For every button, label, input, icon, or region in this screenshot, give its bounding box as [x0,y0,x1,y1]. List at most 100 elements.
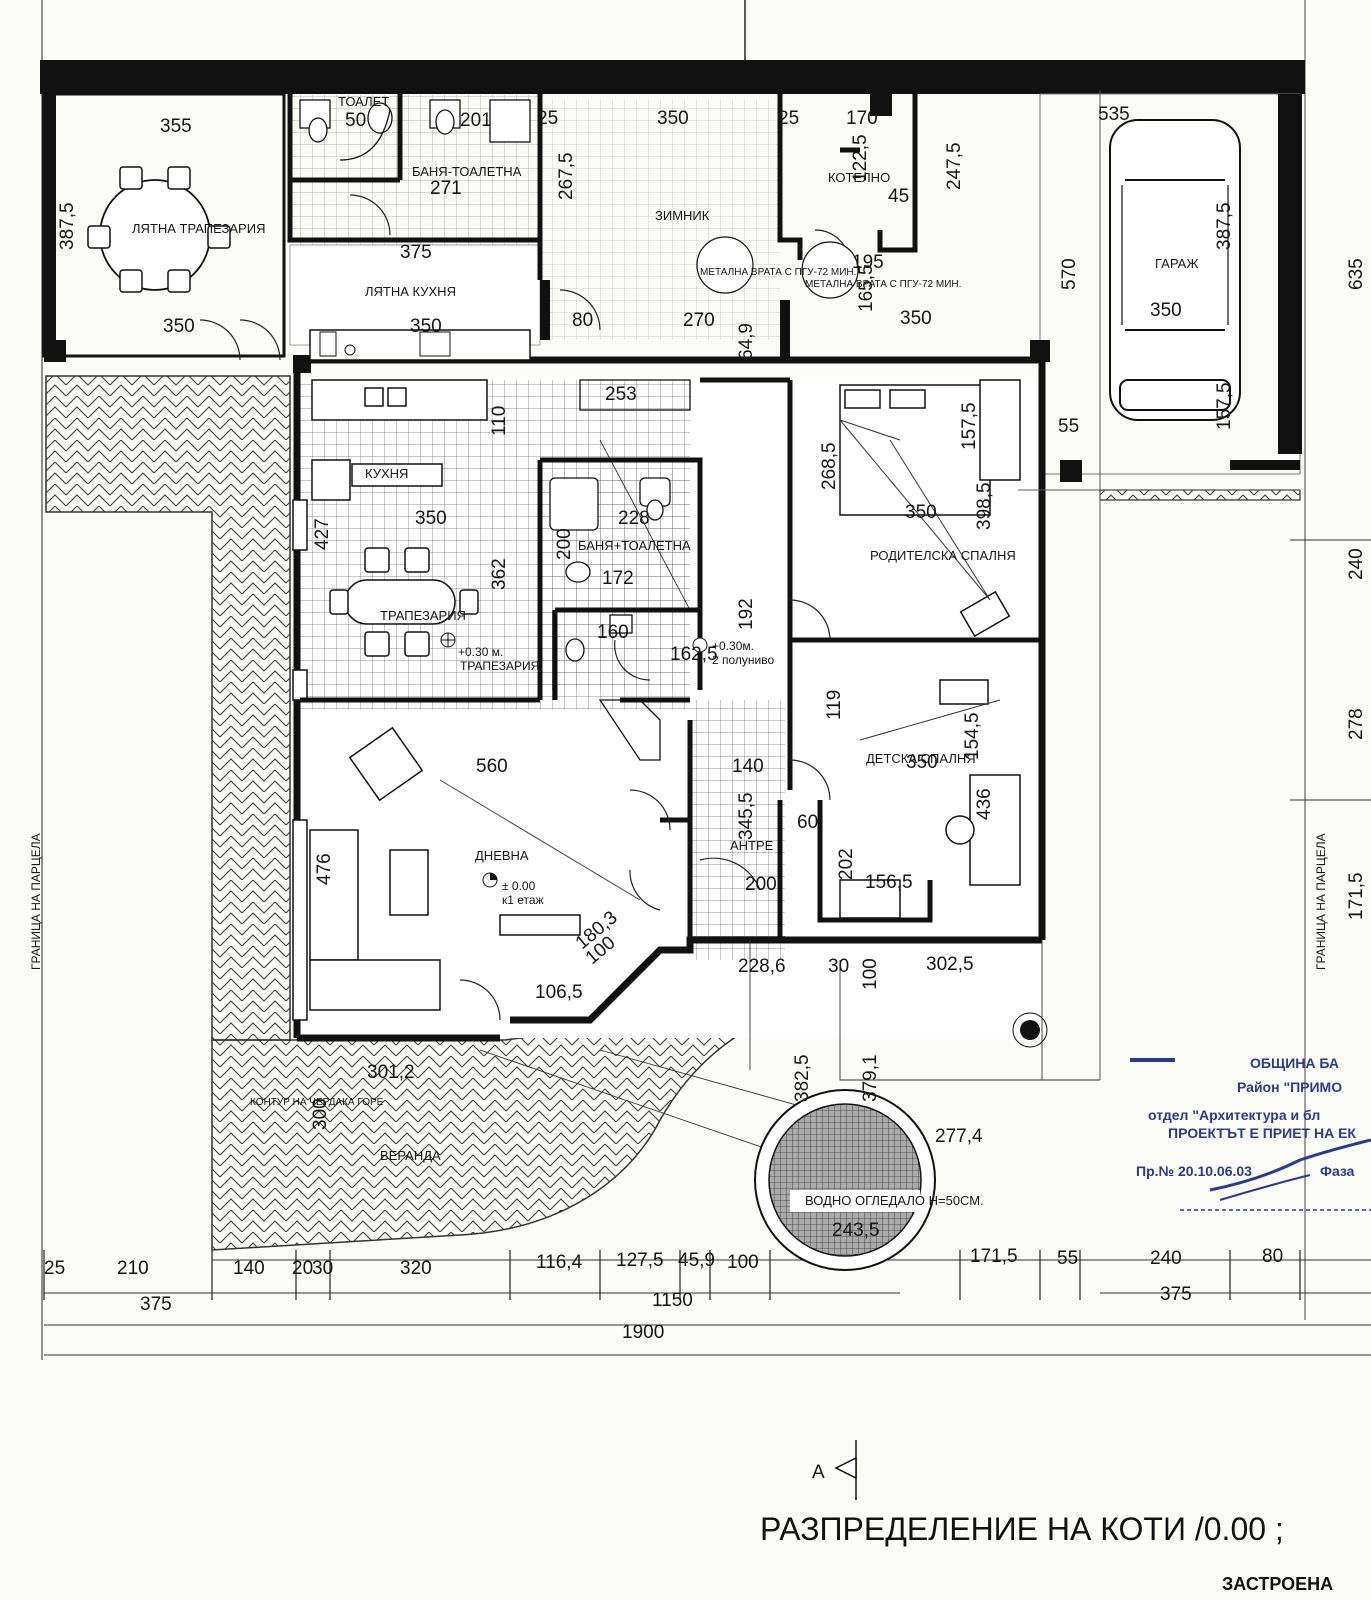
svg-text:210: 210 [117,1258,149,1279]
svg-text:25: 25 [778,108,799,129]
svg-text:165,5: 165,5 [856,264,877,312]
room-kids-bedroom: ДЕТСКА СПАЛНЯ [866,751,976,766]
svg-text:387,5: 387,5 [57,202,78,250]
svg-text:476: 476 [314,853,335,885]
municipality-stamp [1130,1058,1371,1211]
dining-table [329,547,479,657]
svg-text:382,5: 382,5 [792,1054,813,1102]
wc-fixtures-top [299,99,531,161]
living-furniture [309,726,581,1011]
svg-text:МЕТАЛНА ВРАТА С ПГУ-72 МИН.: МЕТАЛНА ВРАТА С ПГУ-72 МИН. [805,279,961,290]
svg-text:162,5: 162,5 [670,644,718,665]
drawing-subtitle: ЗАСТРОЕНА [1222,1574,1333,1594]
svg-text:301,2: 301,2 [367,1062,415,1083]
svg-text:154,5: 154,5 [962,712,983,760]
svg-text:50: 50 [345,110,366,131]
svg-text:268,5: 268,5 [819,442,840,490]
svg-text:200: 200 [554,528,575,560]
svg-text:1150: 1150 [652,1290,693,1311]
svg-text:201: 201 [460,110,492,131]
svg-text:355: 355 [160,116,192,137]
svg-text:535: 535 [1098,104,1130,125]
door-swings [199,194,851,1021]
svg-text:271: 271 [430,178,462,199]
svg-text:228: 228 [618,508,650,529]
svg-text:387,5: 387,5 [1214,202,1235,250]
water-pond [754,1089,936,1271]
svg-text:25: 25 [537,108,558,129]
svg-text:350: 350 [410,316,442,337]
svg-text:398,5: 398,5 [974,482,995,530]
svg-text:375: 375 [140,1294,172,1315]
svg-text:+0.30м.: +0.30м. [712,639,754,653]
svg-text:247,5: 247,5 [944,142,965,190]
svg-text:192: 192 [736,598,757,630]
room-toilet: ТОАЛЕТ [338,94,389,109]
svg-text:122,5: 122,5 [850,134,871,182]
svg-text:157,5: 157,5 [1214,382,1235,430]
svg-text:156,5: 156,5 [865,872,913,893]
svg-text:100: 100 [860,958,881,990]
svg-text:Пр.№ 20.10.06.03: Пр.№ 20.10.06.03 [1136,1163,1252,1179]
svg-text:253: 253 [605,384,637,405]
svg-text:570: 570 [1059,258,1080,290]
svg-text:240: 240 [1150,1248,1182,1269]
svg-text:140: 140 [732,756,764,777]
outline-upper: КОНТУР НА ЧЕРДАКА ГОРЕ [250,1097,384,1108]
svg-text:362: 362 [489,558,510,590]
room-hall: АНТРЕ [730,838,774,853]
room-veranda: ВЕРАНДА [380,1148,441,1163]
svg-text:350: 350 [163,316,195,337]
room-dining: ТРАПЕЗАРИЯ [380,608,466,623]
stamp-text: ОБЩИНА БА Район "ПРИМО отдел "Архитектур… [1136,1055,1356,1179]
summer-dining-table [87,166,231,293]
svg-text:200: 200 [745,874,777,895]
svg-text:100: 100 [727,1252,759,1273]
svg-text:350: 350 [1150,300,1182,321]
svg-text:635: 635 [1346,258,1367,290]
svg-text:45,9: 45,9 [678,1250,715,1271]
svg-text:127,5: 127,5 [616,1250,664,1271]
svg-text:20: 20 [292,1258,313,1279]
room-living: ДНЕВНА [475,848,529,863]
svg-text:171,5: 171,5 [1346,872,1367,920]
room-cellar: ЗИМНИК [655,208,710,223]
room-garage: ГАРАЖ [1155,256,1198,271]
room-labels: ЛЯТНА ТРАПЕЗАРИЯ ТОАЛЕТ БАНЯ-ТОАЛЕТНА ЗИ… [132,94,1198,1208]
room-pond: ВОДНО ОГЛЕДАЛО H=50СМ. [805,1193,984,1208]
plan-notes: МЕТАЛНА ВРАТА С ПГУ-72 МИН. МЕТАЛНА ВРАТ… [29,267,1328,970]
svg-text:30: 30 [312,1258,333,1279]
boundary-left: ГРАНИЦА НА ПАРЦЕЛА [29,833,43,970]
svg-text:55: 55 [1057,1248,1078,1269]
svg-text:ТРАПЕЗАРИЯ: ТРАПЕЗАРИЯ [460,659,539,673]
svg-text:110: 110 [489,406,510,436]
boundary-right: ГРАНИЦА НА ПАРЦЕЛА [1314,833,1328,970]
svg-text:560: 560 [476,756,508,777]
svg-text:243,5: 243,5 [832,1220,880,1241]
svg-text:270: 270 [683,310,715,331]
svg-text:278: 278 [1346,708,1367,740]
svg-text:119: 119 [824,690,845,720]
dimension-labels: 355 350 170 535 25 25 267,5 122,5 247,5 … [44,104,1367,1343]
top-wall [40,60,1305,94]
svg-text:195: 195 [852,252,884,273]
svg-text:302,5: 302,5 [926,954,974,975]
svg-text:277,4: 277,4 [935,1126,983,1147]
svg-text:350: 350 [906,752,938,773]
room-bath-top: БАНЯ-ТОАЛЕТНА [412,164,522,179]
svg-text:+0.30 м.: +0.30 м. [458,645,503,659]
svg-text:55: 55 [1058,416,1079,437]
metal-door-symbol-1 [696,236,754,294]
svg-text:45: 45 [888,186,909,207]
svg-text:25: 25 [44,1258,65,1279]
svg-text:отдел "Архитектура и бл: отдел "Архитектура и бл [1148,1107,1320,1123]
svg-text:240: 240 [1346,548,1367,580]
svg-text:140: 140 [233,1258,265,1279]
svg-text:427: 427 [312,518,333,550]
svg-text:267,5: 267,5 [556,152,577,200]
svg-text:80: 80 [572,310,593,331]
staircase [579,379,691,761]
svg-text:160: 160 [597,622,629,643]
svg-text:436: 436 [974,788,995,820]
